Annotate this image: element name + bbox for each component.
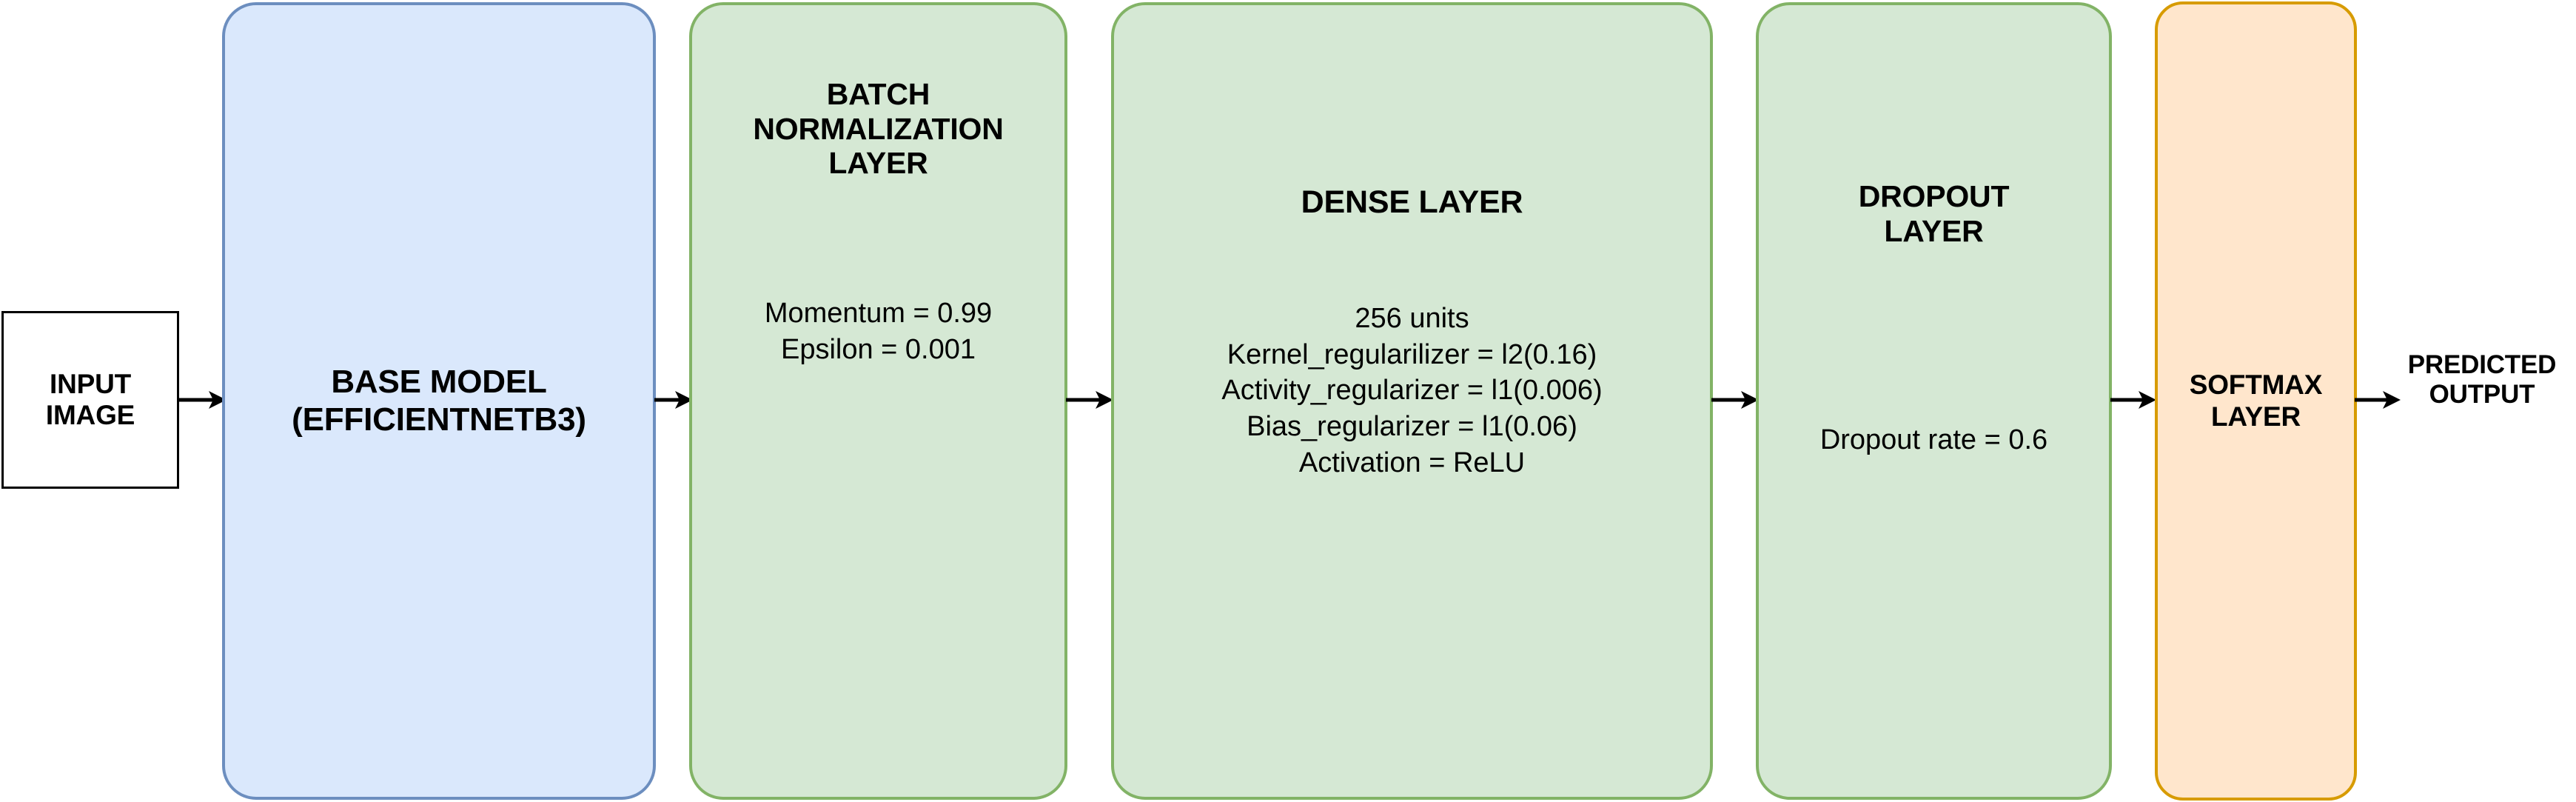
arrow-input-image-to-base-model bbox=[179, 382, 227, 418]
node-batch-normalization-layer[interactable]: BATCH NORMALIZATION LAYER Momentum = 0.9… bbox=[689, 2, 1067, 800]
node-softmax-layer-label: SOFTMAX LAYER bbox=[2189, 370, 2323, 432]
node-input-image-label: INPUT IMAGE bbox=[45, 368, 135, 430]
node-dropout-layer[interactable]: DROPOUT LAYER Dropout rate = 0.6 bbox=[1756, 2, 2112, 800]
arrow-dropout-layer-to-softmax-layer bbox=[2110, 382, 2156, 418]
node-dropout-layer-label: DROPOUT LAYER bbox=[1858, 179, 2010, 248]
node-dense-layer[interactable]: DENSE LAYER 256 units Kernel_regulariliz… bbox=[1111, 2, 1713, 800]
node-batch-normalization-label: BATCH NORMALIZATION LAYER bbox=[753, 77, 1004, 181]
arrow-softmax-layer-to-predicted-output bbox=[2355, 382, 2401, 418]
node-dense-layer-params: 256 units Kernel_regularilizer = l2(0.16… bbox=[1221, 303, 1603, 478]
node-dropout-layer-params: Dropout rate = 0.6 bbox=[1819, 424, 2048, 456]
node-batch-normalization-params: Momentum = 0.99 Epsilon = 0.001 bbox=[764, 298, 993, 365]
node-dense-layer-label: DENSE LAYER bbox=[1301, 184, 1523, 220]
node-predicted-output: PREDICTED OUTPUT bbox=[2385, 350, 2576, 410]
arrow-dense-layer-to-dropout-layer bbox=[1711, 382, 1759, 418]
node-base-model-label: BASE MODEL (EFFICIENTNETB3) bbox=[292, 364, 586, 438]
node-input-image[interactable]: INPUT IMAGE bbox=[1, 311, 179, 489]
node-base-model[interactable]: BASE MODEL (EFFICIENTNETB3) bbox=[222, 2, 656, 800]
node-predicted-output-label: PREDICTED OUTPUT bbox=[2407, 350, 2557, 410]
node-softmax-layer[interactable]: SOFTMAX LAYER bbox=[2155, 1, 2357, 801]
arrow-base-model-to-batch-norm bbox=[654, 382, 693, 418]
arrow-batch-norm-to-dense-layer bbox=[1066, 382, 1113, 418]
